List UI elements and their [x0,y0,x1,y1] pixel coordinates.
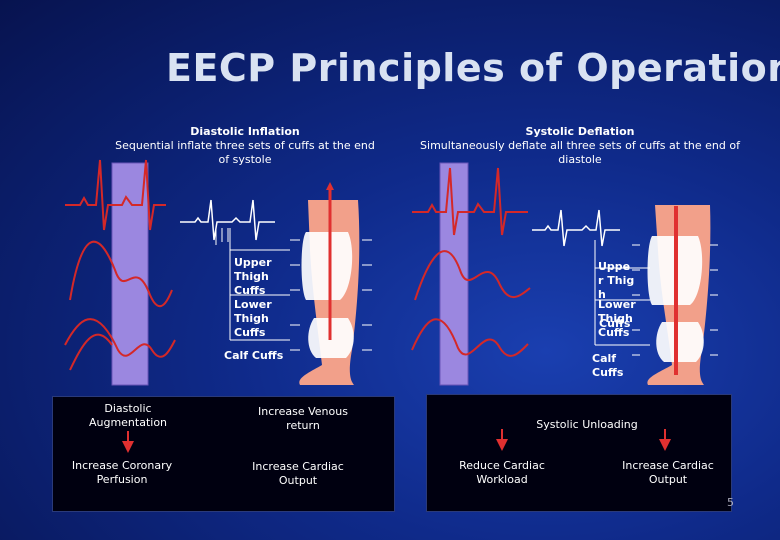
right-small-ecg [532,209,620,247]
right-cuffs-overlap-label: Cuffs [599,317,631,330]
increase-coronary-perfusion-text: Increase Coronary Perfusion [71,459,173,486]
left-pressure-wave-2 [64,318,176,358]
right-systole-band [439,162,469,386]
page-number: 5 [727,496,734,509]
right-pressure-wave-1 [414,250,531,301]
diastolic-inflation-heading: Diastolic Inflation [190,125,300,138]
right-lower-thigh-label: Lower Thigh Cuffs [598,298,636,339]
increase-venous-return-text: Increase Venous return [258,405,348,432]
left-lower-thigh-label: Lower Thigh Cuffs [234,298,272,339]
slide-title: EECP Principles of Operation [166,46,780,90]
diastolic-augmentation-text: Diastolic Augmentation [88,402,168,429]
left-upper-thigh-label: Upper Thigh Cuffs [234,256,272,297]
left-ecg-trace [65,159,166,231]
right-calf-label: Calf Cuffs [592,352,624,379]
systolic-deflation-heading: Systolic Deflation [525,125,635,138]
left-small-ecg [180,199,275,241]
right-upper-thigh-label: Uppe r Thig h [598,260,635,301]
left-pressure-wave-3 [69,333,113,371]
left-pressure-wave-1 [69,240,173,308]
reduce-cardiac-workload-text: Reduce Cardiac Workload [459,459,545,486]
diastolic-inflation-subtitle: Sequential inflate three sets of cuffs a… [115,139,375,166]
left-section-heading: Diastolic Inflation Sequential inflate t… [110,125,380,167]
right-calf-cuff [656,322,704,362]
down-arrow-icon [659,429,671,451]
increase-cardiac-output-text: Increase Cardiac Output [252,460,344,487]
right-release-arrows [632,244,718,356]
right-effects-box: Systolic Unloading Reduce Cardiac Worklo… [426,394,732,512]
down-arrow-icon [496,429,508,451]
right-section-heading: Systolic Deflation Simultaneously deflat… [420,125,740,167]
left-pressure-arrows [290,239,372,351]
left-calf-label: Calf Cuffs [224,349,284,362]
increase-cardiac-output-text-right: Increase Cardiac Output [622,459,714,486]
right-pressure-wave-2 [411,318,529,357]
systolic-deflation-subtitle: Simultaneously deflate all three sets of… [420,139,740,166]
left-effects-box: Diastolic Augmentation Increase Venous r… [52,396,395,512]
down-arrow-icon [122,431,134,453]
systolic-unloading-text: Systolic Unloading [536,418,638,431]
right-ecg-trace [412,167,528,236]
left-upper-cuff [301,232,353,300]
